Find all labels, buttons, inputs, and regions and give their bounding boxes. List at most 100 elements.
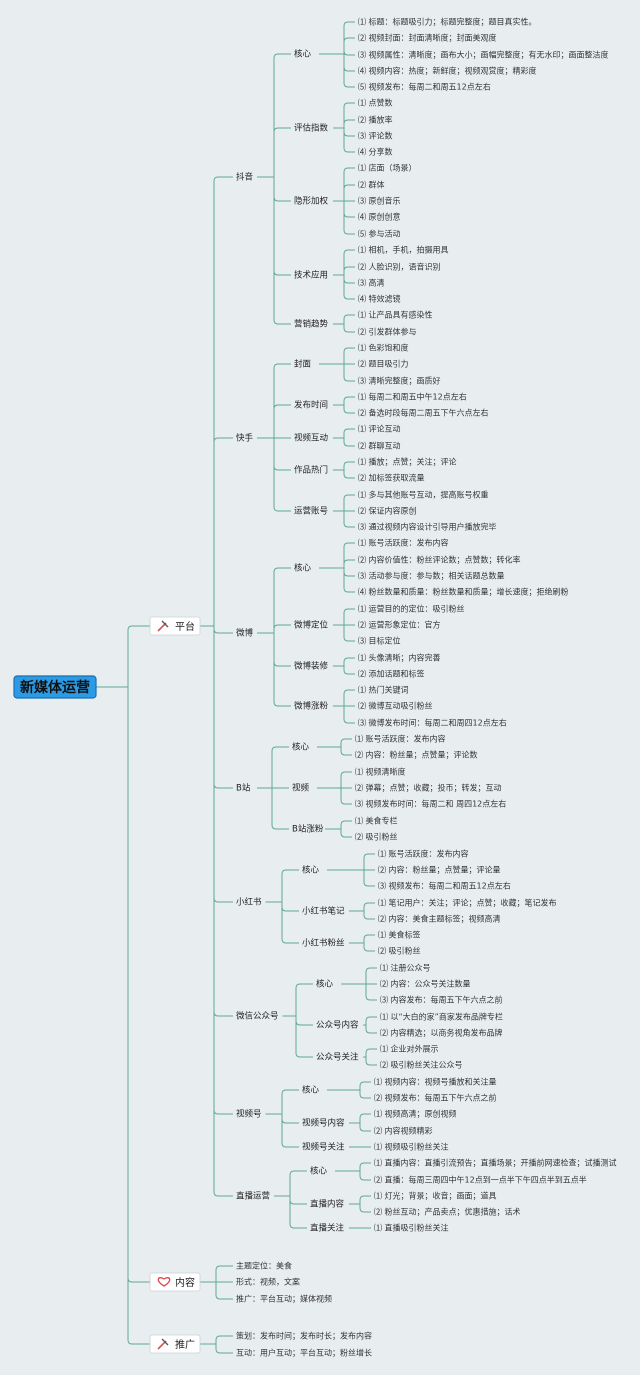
leaf-item: ⑵ 内容视频精彩: [374, 1126, 433, 1136]
platform-6: 视频号: [236, 1109, 262, 1120]
node-4-0: 核心: [302, 865, 320, 876]
leaf-item: ⑵ 吸引粉丝关注公众号: [380, 1060, 463, 1070]
heart-icon: [157, 1277, 171, 1287]
leaf-item: ⑴ 视频清晰度: [355, 767, 406, 777]
leaf-item: ⑴ 企业对外展示: [380, 1044, 439, 1054]
node-7-2: 直播关注: [310, 1223, 345, 1234]
leaf-item: ⑶ 视频发布：每周二和周五12点左右: [378, 881, 511, 891]
node-3-2: B站涨粉: [292, 824, 324, 835]
node-1-4: 运营账号: [294, 506, 328, 517]
category-promotion[interactable]: 推广: [149, 1334, 201, 1354]
leaf-item: ⑷ 特效滤镜: [358, 294, 401, 304]
leaf-item: ⑶ 通过视频内容设计引导用户播放完毕: [358, 522, 497, 532]
leaf-item: ⑴ 账号活跃度：发布内容: [358, 538, 449, 548]
node-5-0: 核心: [316, 979, 334, 990]
platform-3: B站: [236, 783, 251, 794]
leaf-item: ⑴ 账号活跃度：发布内容: [378, 849, 469, 859]
leaf-item: ⑵ 内容价值性：粉丝评论数；点赞数；转化率: [358, 555, 521, 565]
leaf-item: ⑵ 保证内容原创: [358, 506, 417, 516]
leaf-item: ⑶ 清晰完整度；画质好: [358, 376, 441, 386]
leaf-item: ⑴ 笔记用户：关注；评论；点赞；收藏；笔记发布: [378, 898, 557, 908]
leaf-item: ⑵ 粉丝互动；产品卖点；优惠措施；话术: [374, 1207, 521, 1217]
leaf-item: ⑶ 内容发布：每周五下午六点之前: [380, 995, 503, 1005]
node-7-1: 直播内容: [310, 1199, 345, 1210]
node-6-1: 视频号内容: [302, 1118, 345, 1129]
leaf-item: ⑶ 视频属性：清晰度；画布大小；画幅完整度；有无水印；画面整洁度: [358, 50, 609, 60]
leaf-item: ⑷ 分享数: [358, 147, 393, 157]
leaf-item: ⑵ 内容：粉丝量；点赞量；评论量: [378, 865, 501, 875]
category-platform[interactable]: 平台: [149, 616, 201, 636]
leaf-item: ⑴ 点赞数: [358, 98, 393, 108]
leaf-item: ⑴ 灯光；背景；收音；画面；道具: [374, 1191, 497, 1201]
leaf-item: ⑵ 群聊互动: [358, 441, 401, 451]
tool-icon: [157, 620, 169, 632]
category-label: 内容: [175, 1276, 195, 1289]
leaf-item: ⑵ 加标签获取流量: [358, 473, 425, 483]
leaf-item: ⑴ 账号活跃度：发布内容: [355, 734, 446, 744]
leaf-item: ⑴ 多与其他账号互动，提高账号权重: [358, 490, 489, 500]
connector-lines: [96, 21, 377, 1354]
leaf-item: ⑵ 视频发布：每周五下午六点之前: [374, 1093, 497, 1103]
leaf-item: ⑴ 直播内容：直播引流预告；直播场景；开播前网速检查；试播测试: [374, 1158, 617, 1168]
node-6-0: 核心: [302, 1085, 320, 1096]
leaf-item: ⑵ 播放率: [358, 115, 393, 125]
leaf-item: 推广：平台互动；媒体视频: [236, 1294, 332, 1304]
node-1-2: 视频互动: [294, 433, 329, 444]
leaf-item: ⑷ 原创创意: [358, 212, 401, 222]
leaf-item: ⑵ 内容：美食主题标签；视频高清: [378, 914, 501, 924]
node-3-0: 核心: [292, 742, 310, 753]
leaf-item: ⑵ 内容：公众号关注数量: [380, 979, 471, 989]
node-5-1: 公众号内容: [316, 1020, 359, 1031]
platform-2: 微博: [236, 628, 254, 639]
root-label: 新媒体运营: [20, 679, 90, 696]
leaf-item: ⑴ 评论互动: [358, 424, 401, 434]
node-7-0: 核心: [310, 1166, 328, 1177]
leaf-item: ⑸ 参与活动: [358, 229, 401, 239]
platform-4: 小红书: [236, 897, 262, 908]
category-content[interactable]: 内容: [149, 1272, 201, 1292]
leaf-item: ⑴ 视频吸引粉丝关注: [374, 1142, 449, 1152]
leaf-item: ⑶ 活动参与度：参与数；相关话题总数量: [358, 571, 505, 581]
leaf-item: ⑴ 头像清晰；内容完善: [358, 653, 441, 663]
leaf-item: ⑴ 相机，手机，拍摄用具: [358, 245, 449, 255]
leaf-item: ⑴ 直播吸引粉丝关注: [374, 1223, 449, 1233]
leaf-item: ⑶ 微博发布时间：每周二和周四12点左右: [358, 718, 507, 728]
leaf-item: ⑵ 内容：粉丝量；点赞量；评论数: [355, 750, 478, 760]
node-0-4: 营销趋势: [294, 319, 329, 330]
platform-1: 快手: [236, 433, 254, 444]
platform-7: 直播运营: [236, 1191, 270, 1202]
leaf-item: ⑵ 微博互动吸引粉丝: [358, 701, 433, 711]
node-1-0: 封面: [294, 359, 312, 370]
leaf-item: ⑵ 视频封面：封面清晰度；封面美观度: [358, 33, 497, 43]
category-label: 平台: [175, 620, 195, 633]
tool-icon: [157, 1338, 169, 1350]
platform-0: 抖音: [236, 172, 254, 183]
leaf-item: ⑴ 每周二和周五中午12点左右: [358, 392, 467, 402]
leaf-item: ⑴ 视频内容：视频号播放和关注量: [374, 1077, 497, 1087]
leaf-item: ⑴ 色彩饱和度: [358, 343, 409, 353]
leaf-item: 策划：发布时间；发布时长；发布内容: [236, 1331, 372, 1341]
leaf-item: ⑵ 内容精选；以商务视角发布品牌: [380, 1028, 503, 1038]
node-2-2: 微博装修: [294, 661, 329, 672]
leaf-item: ⑵ 吸引粉丝: [355, 832, 398, 842]
leaf-item: ⑴ 热门关键词: [358, 685, 409, 695]
leaf-item: ⑴ 运营目的的定位：吸引粉丝: [358, 604, 465, 614]
root-node[interactable]: 新媒体运营: [13, 675, 97, 699]
leaf-item: ⑴ 视频高清；原创视频: [374, 1109, 457, 1119]
leaf-item: 互动：用户互动；平台互动；粉丝增长: [236, 1348, 372, 1358]
leaf-item: ⑶ 目标定位: [358, 636, 401, 646]
leaf-item: ⑵ 人脸识别，语音识别: [358, 262, 441, 272]
leaf-item: ⑴ 店面（场景）: [358, 163, 417, 173]
leaf-item: ⑷ 视频内容：热度；新鲜度；视频观赏度；精彩度: [358, 66, 537, 76]
leaf-item: ⑵ 备选时段每周二周五下午六点左右: [358, 408, 489, 418]
node-0-2: 隐形加权: [294, 196, 329, 207]
leaf-item: ⑵ 添加话题和标签: [358, 669, 425, 679]
leaf-item: ⑶ 视频发布时间：每周二和 周四12点左右: [355, 799, 506, 809]
node-6-2: 视频号关注: [302, 1142, 345, 1153]
node-1-3: 作品热门: [294, 465, 328, 476]
node-4-2: 小红书粉丝: [302, 938, 345, 949]
leaf-item: ⑴ 播放；点赞；关注；评论: [358, 457, 457, 467]
leaf-item: ⑴ 以“大白的家”商家发布品牌专栏: [380, 1012, 503, 1022]
